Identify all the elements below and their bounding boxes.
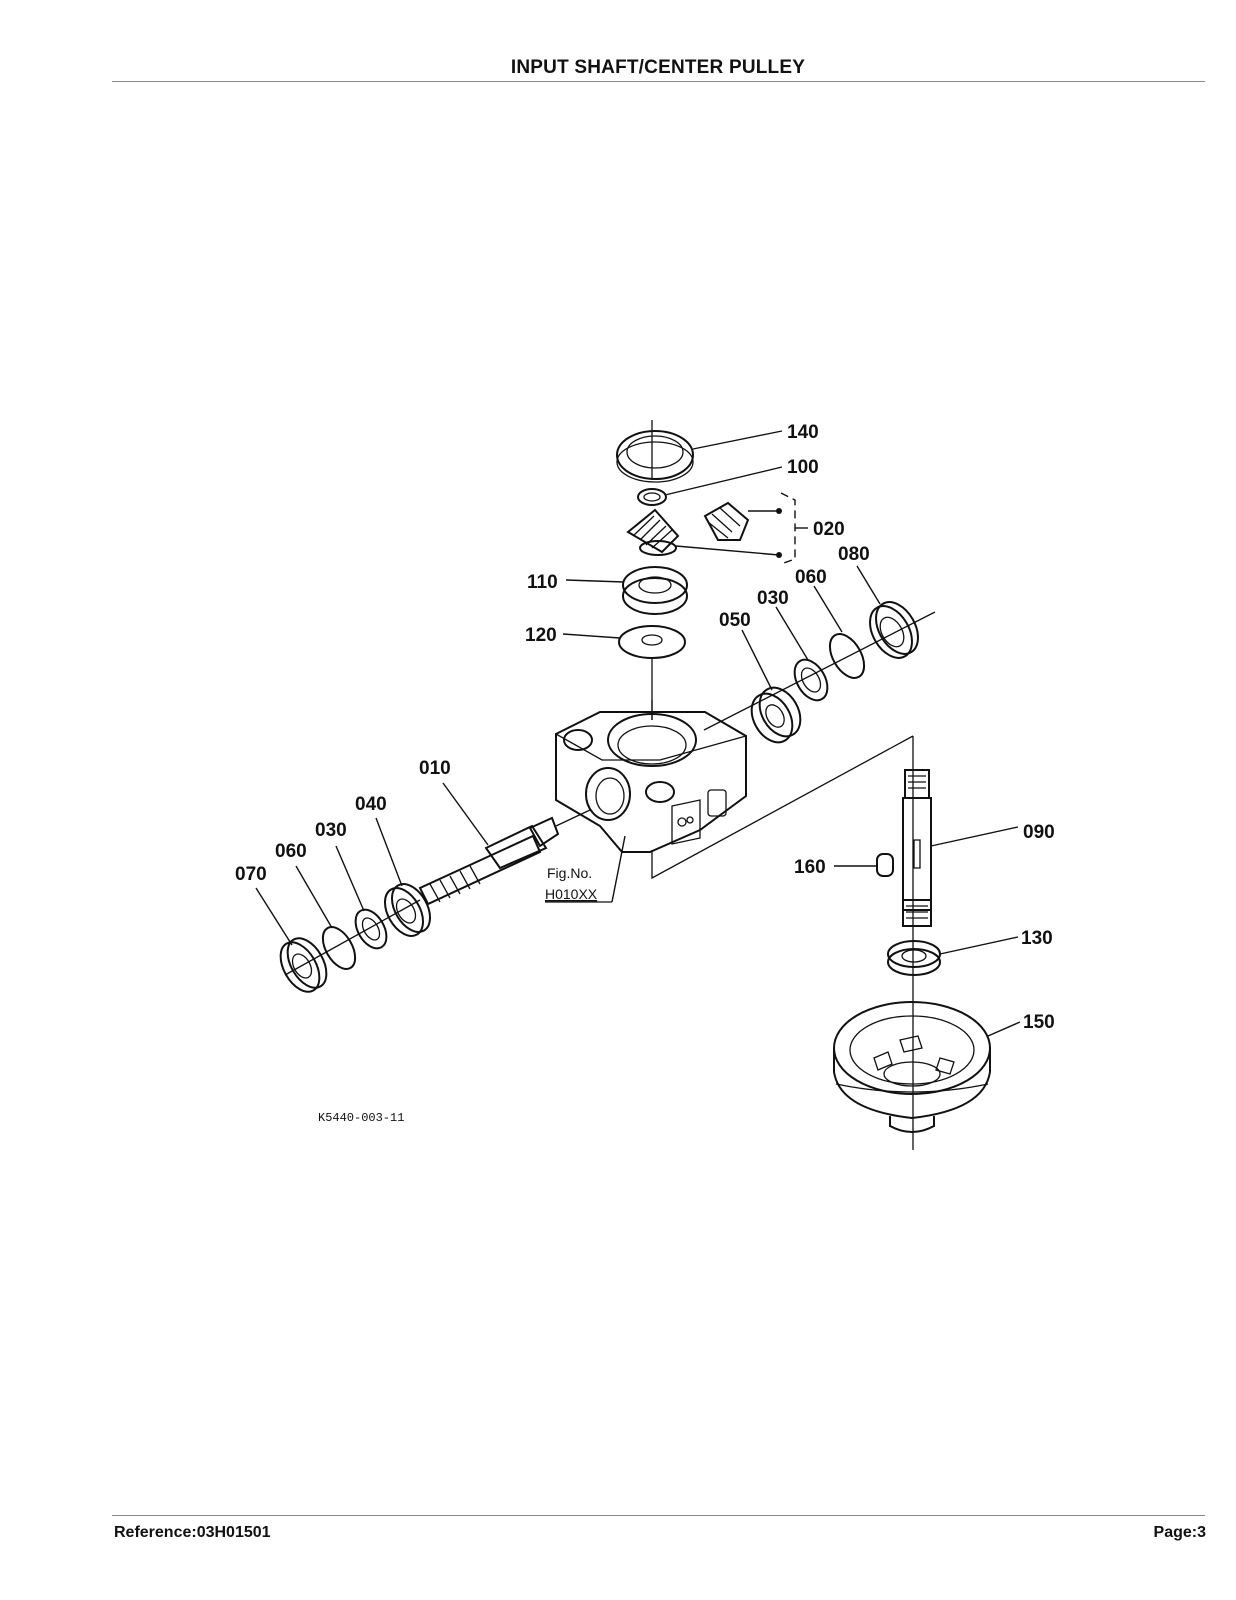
callout-070: 070 <box>235 864 267 885</box>
part-090-output-shaft <box>902 769 932 927</box>
axis-left <box>284 899 421 976</box>
fig-no-value: H010XX <box>545 886 598 902</box>
callout-090: 090 <box>1023 822 1055 843</box>
callout-020: 020 <box>813 519 845 540</box>
callout-010: 010 <box>419 758 451 779</box>
part-020-bevel-gear-set <box>626 492 808 565</box>
part-130-seal <box>887 940 941 976</box>
footer-divider <box>112 1515 1205 1516</box>
callout-060-right: 060 <box>795 567 827 588</box>
drawing-reference: K5440-003-11 <box>318 1111 404 1125</box>
part-110-bearing <box>622 566 688 615</box>
callout-060-left: 060 <box>275 841 307 862</box>
part-100-ring <box>637 488 667 506</box>
callout-130: 130 <box>1021 928 1053 949</box>
part-080-seal <box>869 601 919 659</box>
callout-040: 040 <box>355 794 387 815</box>
footer-reference: Reference:03H01501 <box>114 1524 271 1541</box>
part-160-key <box>876 853 894 877</box>
callout-050: 050 <box>719 610 751 631</box>
gearbox-housing <box>555 700 747 853</box>
vertical-shaft-reference-lines <box>651 735 914 1150</box>
page-title: INPUT SHAFT/CENTER PULLEY <box>510 57 806 78</box>
callout-160: 160 <box>794 857 826 878</box>
callout-120: 120 <box>525 625 557 646</box>
callout-100: 100 <box>787 457 819 478</box>
callout-110: 110 <box>527 572 558 593</box>
part-010-input-shaft <box>418 809 591 906</box>
part-150-pulley <box>833 1001 991 1133</box>
part-050-bearing <box>750 686 802 744</box>
part-030-washer-left <box>354 908 388 950</box>
header-divider <box>112 81 1205 82</box>
page-number: Page:3 <box>1153 1524 1206 1541</box>
callout-030-right: 030 <box>757 588 789 609</box>
part-060-snap-ring-right <box>828 633 866 679</box>
part-040-bearing <box>384 883 431 937</box>
callout-080: 080 <box>838 544 870 565</box>
axis-right <box>703 611 936 731</box>
fig-no-label: Fig.No. <box>547 865 592 881</box>
part-140-seal <box>616 420 694 483</box>
callout-leaders <box>255 430 1021 1037</box>
part-060-snap-ring-left <box>321 926 357 970</box>
part-030-washer-right <box>793 658 829 702</box>
callout-140: 140 <box>787 422 819 443</box>
callout-150: 150 <box>1023 1012 1055 1033</box>
callout-030-left: 030 <box>315 820 347 841</box>
